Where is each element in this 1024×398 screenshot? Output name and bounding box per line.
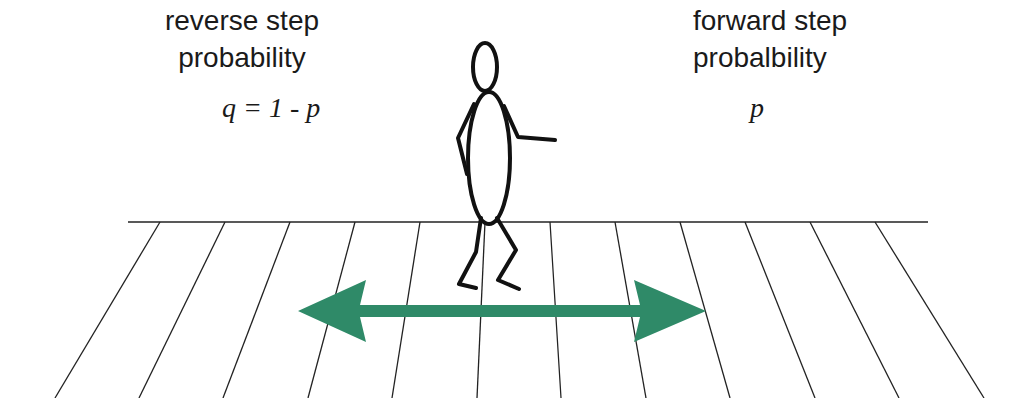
figure-right-leg: [497, 218, 519, 289]
direction-label: reverse step probability: [132, 2, 352, 76]
figure-right-arm: [504, 106, 555, 140]
double-headed-arrow: [298, 280, 706, 342]
floor-board-line: [875, 222, 984, 398]
floor-board-line: [745, 222, 815, 398]
stick-figure: [458, 43, 555, 289]
figure-left-leg: [459, 218, 481, 288]
floor-edge: [128, 221, 928, 222]
floor: [55, 222, 984, 398]
figure-left-arm: [458, 104, 474, 174]
figure-head: [473, 43, 497, 91]
probability-formula: q = 1 - p: [222, 92, 332, 124]
probability-symbol: p: [750, 92, 790, 124]
direction-label: forward step probalbility: [693, 2, 933, 76]
floor-board-line: [55, 222, 160, 398]
floor-board-line: [223, 222, 290, 398]
floor-board-line: [139, 222, 225, 398]
figure-body: [468, 92, 510, 224]
floor-board-line: [810, 222, 899, 398]
